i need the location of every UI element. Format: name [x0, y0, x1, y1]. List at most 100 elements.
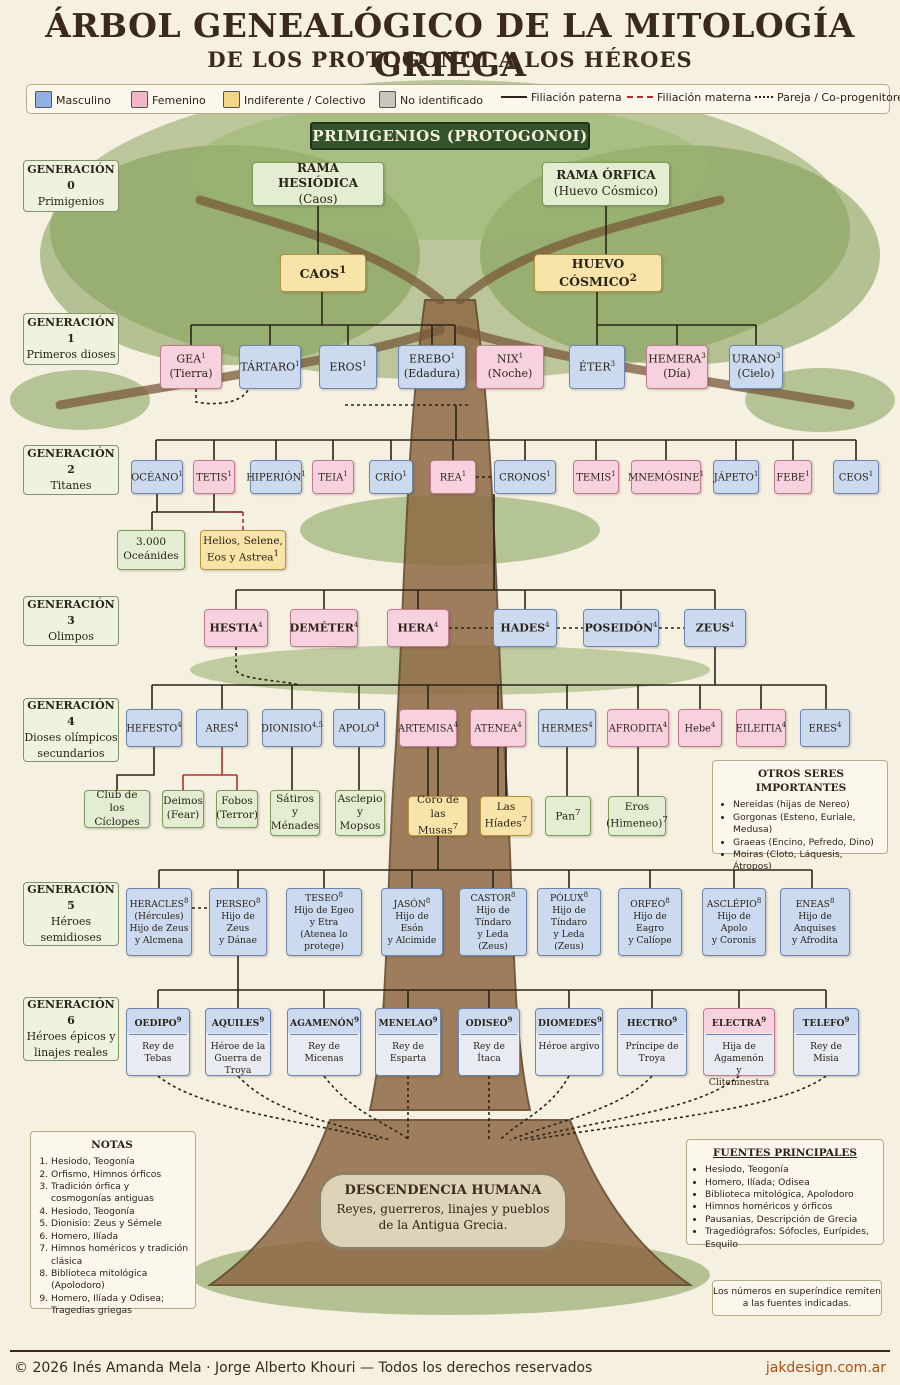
- deimos-box[interactable]: Deimos(Fear): [162, 790, 204, 828]
- g6-oedipo-sup: 9: [176, 1015, 182, 1024]
- g6-odiseo-line-1: Rey de Ítaca: [473, 1041, 505, 1064]
- g1-urano-sup: 3: [775, 352, 781, 361]
- caos-box[interactable]: CAOS1: [280, 254, 366, 292]
- asclepio-mopsos-l1: Asclepio: [337, 792, 383, 805]
- eros-himeneo-box[interactable]: Eros(Himeneo)7: [606, 796, 668, 836]
- g1-hemera-name: HEMERA: [648, 353, 702, 367]
- g2-hiperión[interactable]: HIPERIÓN1: [246, 460, 306, 494]
- rama-hesiodica-box[interactable]: RAMA HESIÓDICA(Caos): [252, 161, 384, 206]
- g3-hera[interactable]: HERA4: [387, 609, 449, 647]
- g2-teia[interactable]: TEIA1: [312, 460, 354, 494]
- g1-tártaro[interactable]: TÁRTARO1: [239, 345, 301, 389]
- g5-heracles-name: HERACLES: [129, 899, 184, 911]
- g4-eres[interactable]: ERES4: [800, 709, 850, 747]
- g1-erebo[interactable]: EREBO1(Edadura): [398, 345, 466, 389]
- g3-zeus[interactable]: ZEUS4: [684, 609, 746, 647]
- g4-ares[interactable]: ARES4: [196, 709, 248, 747]
- rama-hesiodica-sub: (Caos): [298, 191, 338, 206]
- g4-apolo[interactable]: APOLO4: [333, 709, 385, 747]
- g5-pólux-line-1: Hijo de Tíndaro: [550, 905, 588, 929]
- huevo-cosmico-box[interactable]: HUEVO CÓSMICO2: [534, 254, 662, 292]
- g1-éter[interactable]: ÉTER3: [569, 345, 625, 389]
- g1-eros[interactable]: EROS1: [319, 345, 377, 389]
- g2-océano[interactable]: OCÉANO1: [131, 460, 183, 494]
- g1-nix[interactable]: NIX1(Noche): [476, 345, 544, 389]
- fobos-box[interactable]: Fobos(Terror): [216, 790, 258, 828]
- g2-cronos[interactable]: CRONOS1: [494, 460, 556, 494]
- g2-rea[interactable]: REA1: [430, 460, 476, 494]
- g2-febe[interactable]: FEBE1: [774, 460, 812, 494]
- g5-perseo-line-2: y Dánae: [219, 934, 257, 946]
- g4-hefesto-title: HEFESTO4: [126, 721, 181, 736]
- pan-box[interactable]: Pan7: [545, 796, 591, 836]
- g3-deméter[interactable]: DEMÉTER4: [290, 609, 358, 647]
- g4-atenea[interactable]: ATENEA4: [470, 709, 526, 747]
- g2-jápeto-sup: 1: [753, 469, 759, 478]
- banner-protogonoi: PRIMIGENIOS (PROTOGONOI): [310, 122, 590, 150]
- g2-tetis[interactable]: TETIS1: [193, 460, 235, 494]
- g4-dionisio[interactable]: DIONISIO4,5: [261, 709, 323, 747]
- g4-hebe[interactable]: Hebe4: [678, 709, 722, 747]
- footer-website-link[interactable]: jakdesign.com.ar: [765, 1360, 886, 1376]
- gen-4-title: GENERACIÓN 4: [27, 699, 115, 729]
- g4-hermes[interactable]: HERMES4: [538, 709, 596, 747]
- g6-hectro-sup: 9: [672, 1015, 678, 1024]
- helios-box[interactable]: Helios, Selene,Eos y Astrea1: [200, 530, 286, 570]
- g2-crío[interactable]: CRÍO1: [369, 460, 413, 494]
- rama-orfica-box[interactable]: RAMA ÓRFICA(Huevo Cósmico): [542, 162, 670, 206]
- g2-ceos[interactable]: CEOS1: [833, 460, 879, 494]
- g1-hemera[interactable]: HEMERA3(Día): [646, 345, 708, 389]
- g4-afrodita[interactable]: AFRODITA4: [607, 709, 669, 747]
- fuentes-list: Hesiodo, Teogonía Homero, Ilíada; Odisea…: [693, 1164, 877, 1251]
- g2-mnemósine[interactable]: MNEMÓSINE1: [628, 460, 704, 494]
- g5-eneas-sup: 8: [829, 897, 835, 906]
- g2-temis[interactable]: TEMIS1: [573, 460, 619, 494]
- g2-hiperión-name: HIPERIÓN: [246, 472, 302, 484]
- legend-pareja-label: Pareja / Co-progenitores: [777, 91, 900, 104]
- g3-poseidón[interactable]: POSEIDÓN4: [583, 609, 659, 647]
- line-materna-icon: [627, 96, 653, 98]
- g4-eileitia[interactable]: EILEITIA4: [736, 709, 786, 747]
- conn-g4-g5: [158, 836, 813, 888]
- g1-urano[interactable]: URANO3(Cielo): [729, 345, 783, 389]
- g4-hebe-name: Hebe: [684, 722, 711, 734]
- gen-1-title: GENERACIÓN 1: [27, 316, 115, 346]
- g3-hades[interactable]: HADES4: [493, 609, 557, 647]
- g2-jápeto[interactable]: JÁPETO1: [713, 460, 759, 494]
- fuente-item: Pausanias, Descripción de Grecia: [705, 1214, 877, 1226]
- g3-hestia-title: HESTIA4: [209, 621, 262, 636]
- line-paterna-icon: [501, 96, 527, 98]
- g5-castor-name: CASTOR: [470, 893, 512, 905]
- g1-gea[interactable]: GEA1(Tierra): [160, 345, 222, 389]
- g1-éter-title: ÉTER3: [579, 360, 615, 375]
- g3-hestia[interactable]: HESTIA4: [204, 609, 268, 647]
- g4-hefesto[interactable]: HEFESTO4: [126, 709, 182, 747]
- g4-artemisa[interactable]: ARTEMISA4: [398, 709, 458, 747]
